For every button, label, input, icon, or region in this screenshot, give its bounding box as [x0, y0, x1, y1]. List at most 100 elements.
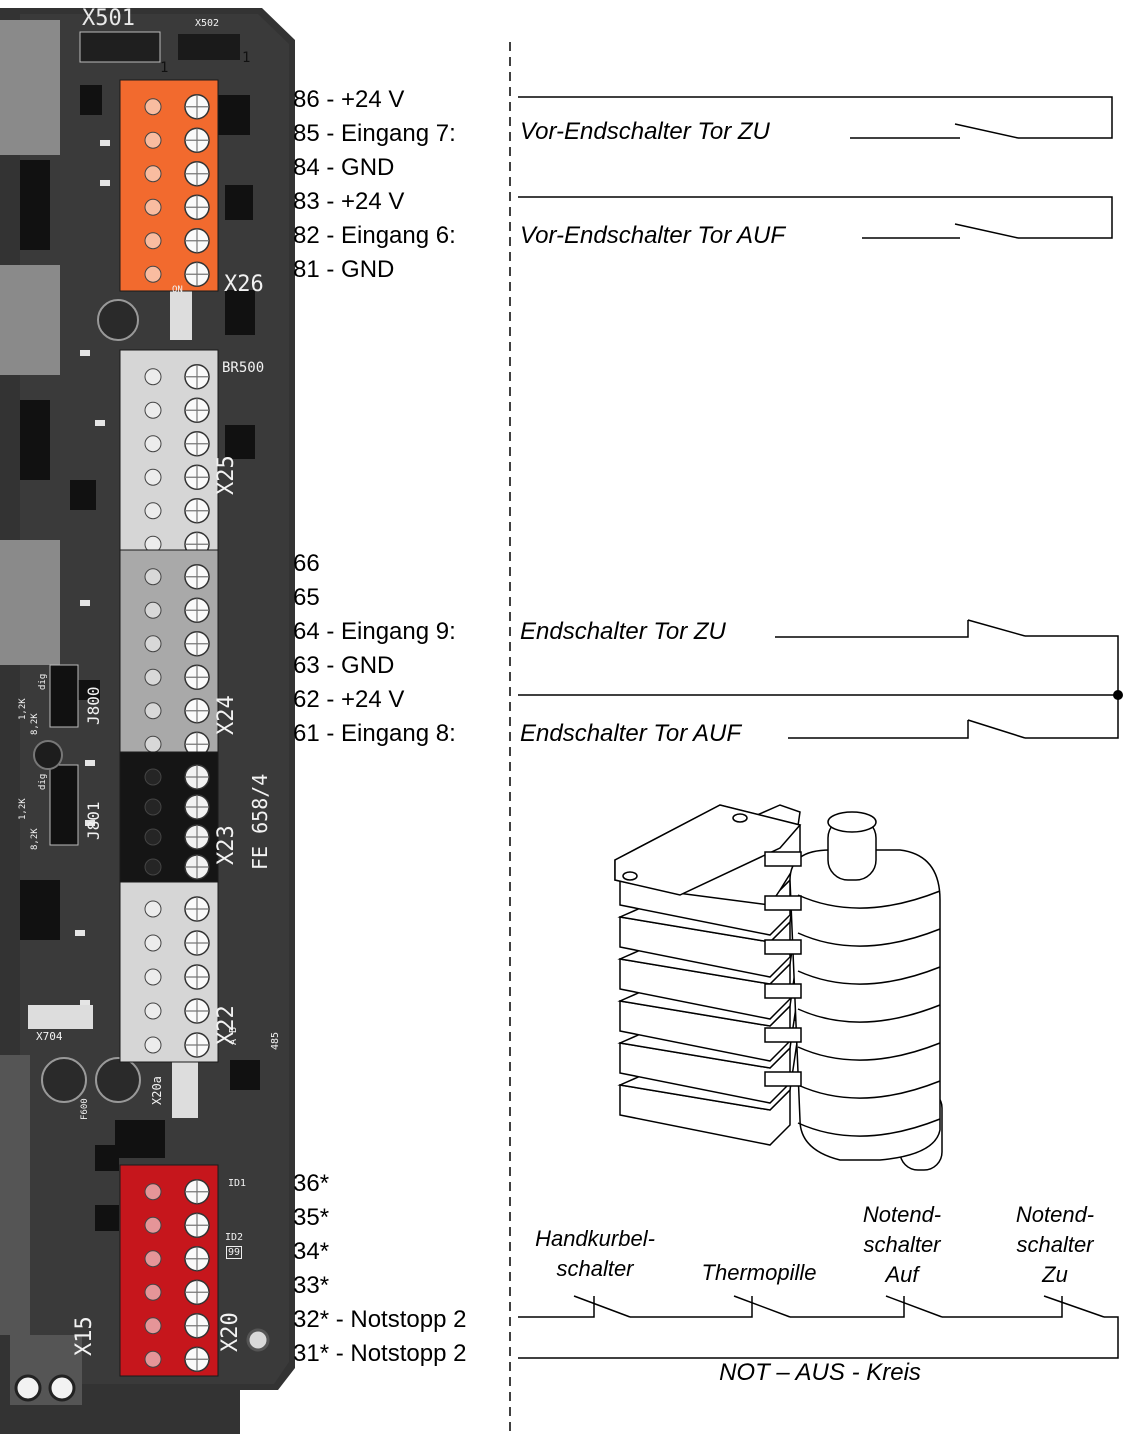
terminal-61: 61 - Eingang 8: [293, 720, 456, 747]
wire-entry [144, 702, 162, 720]
screw-slot [185, 398, 209, 423]
terminal-31: 31* - Notstopp 2 [293, 1340, 467, 1367]
label-id2-value: 99 [226, 1246, 243, 1259]
screw-slot [185, 228, 209, 253]
wire-entry [144, 502, 162, 520]
actuator-tab [764, 1071, 802, 1087]
screw-slot [185, 262, 209, 287]
screw-slot [185, 765, 209, 789]
wire-entry [144, 968, 162, 986]
cam-disc-edge [797, 1080, 941, 1099]
switch-end-wiring [518, 619, 1119, 739]
mounting-hole [622, 871, 638, 881]
dip-switch [170, 290, 192, 340]
switch-cover-top [614, 804, 802, 896]
jumper-j800 [49, 664, 79, 728]
actuator-tab [764, 983, 802, 999]
wire-entry [144, 198, 162, 216]
wire-entry [144, 1283, 162, 1301]
wire-entry [144, 1036, 162, 1054]
screw-slot [185, 1179, 209, 1204]
side-connector [0, 20, 60, 155]
wire-entry [144, 1002, 162, 1020]
screw [48, 1374, 76, 1402]
wire-entry [144, 858, 162, 876]
screw-slot [185, 364, 209, 389]
terminal-84: 84 - GND [293, 154, 395, 181]
screw-slot [185, 631, 209, 656]
wire-entry [144, 131, 162, 149]
cam-disc-edge [797, 1118, 941, 1137]
screw-slot [185, 498, 209, 523]
wire-entry [144, 668, 162, 686]
potentiometer [97, 299, 139, 341]
label-on: ON [172, 285, 183, 295]
label-x502: X502 [195, 18, 220, 29]
switch-vor-auf-wiring [518, 196, 1113, 239]
wire-entry [144, 1317, 162, 1335]
wire-entry [144, 435, 162, 453]
screw [14, 1374, 42, 1402]
cam-disc-edge [797, 928, 941, 947]
notend-auf-line-3: Auf [885, 1262, 919, 1287]
hole [246, 1328, 270, 1352]
potentiometer [41, 1057, 87, 1103]
wire-entry [144, 98, 162, 116]
screw-slot [185, 897, 209, 921]
smd-parts [20, 85, 260, 1231]
label-notendschalter-auf: Notend- schalter Auf [840, 1200, 964, 1290]
cam-disc-edge [797, 1042, 941, 1061]
handkurbel-line-2: schalter [556, 1256, 634, 1281]
connector-x704 [28, 1005, 93, 1029]
screw-slot [185, 598, 209, 623]
wire-entry [144, 401, 162, 419]
handkurbel-line-1: Handkurbel- [535, 1226, 655, 1251]
screw-slot [185, 94, 209, 119]
junction-dot [1113, 690, 1123, 700]
wire-entry [144, 798, 162, 816]
screw-slot [185, 195, 209, 220]
notend-zu-line-2: schalter [1016, 1232, 1094, 1257]
terminal-85: 85 - Eingang 7: [293, 120, 456, 147]
label-x704: X704 [36, 1030, 63, 1043]
terminal-62: 62 - +24 V [293, 686, 405, 713]
terminal-34: 34* [293, 1238, 330, 1265]
wire-entry [144, 165, 162, 183]
jumper-j801 [49, 764, 79, 846]
terminal-66: 66 [293, 550, 320, 577]
label-endschalter-auf: Endschalter Tor AUF [520, 720, 741, 747]
label-br500: BR500 [222, 360, 265, 376]
cam-disc-edge [797, 1004, 941, 1023]
screw-slot [185, 128, 209, 153]
wire-entry [144, 1350, 162, 1368]
label-x501: X501 [82, 6, 135, 31]
wire-entry [144, 635, 162, 653]
terminal-35: 35* [293, 1204, 330, 1231]
side-connector [0, 1055, 30, 1335]
terminal-65: 65 [293, 584, 320, 611]
terminal-82: 82 - Eingang 6: [293, 222, 456, 249]
wire-entry [144, 232, 162, 250]
actuator-tab [764, 939, 802, 955]
terminal-81: 81 - GND [293, 256, 395, 283]
label-not-aus-kreis: NOT – AUS - Kreis [719, 1359, 921, 1386]
screw-slot [185, 825, 209, 849]
label-pin1a: 1 [160, 60, 169, 76]
screw-slot [185, 665, 209, 690]
cam-disc-edge [797, 890, 941, 909]
terminal-86: 86 - +24 V [293, 86, 405, 113]
terminal-64: 64 - Eingang 9: [293, 618, 456, 645]
terminal-blocks [119, 79, 219, 1377]
wire-entry [144, 768, 162, 786]
notend-auf-line-1: Notend- [862, 1202, 942, 1227]
screw-slot [185, 855, 209, 879]
screw-slot [185, 795, 209, 819]
capacitor [33, 740, 63, 770]
screw-slot [185, 564, 209, 589]
notend-auf-line-2: schalter [863, 1232, 941, 1257]
cam-stack [789, 849, 941, 1161]
screw-slot [185, 1246, 209, 1271]
terminal-83: 83 - +24 V [293, 188, 405, 215]
wire-entry [144, 1216, 162, 1234]
